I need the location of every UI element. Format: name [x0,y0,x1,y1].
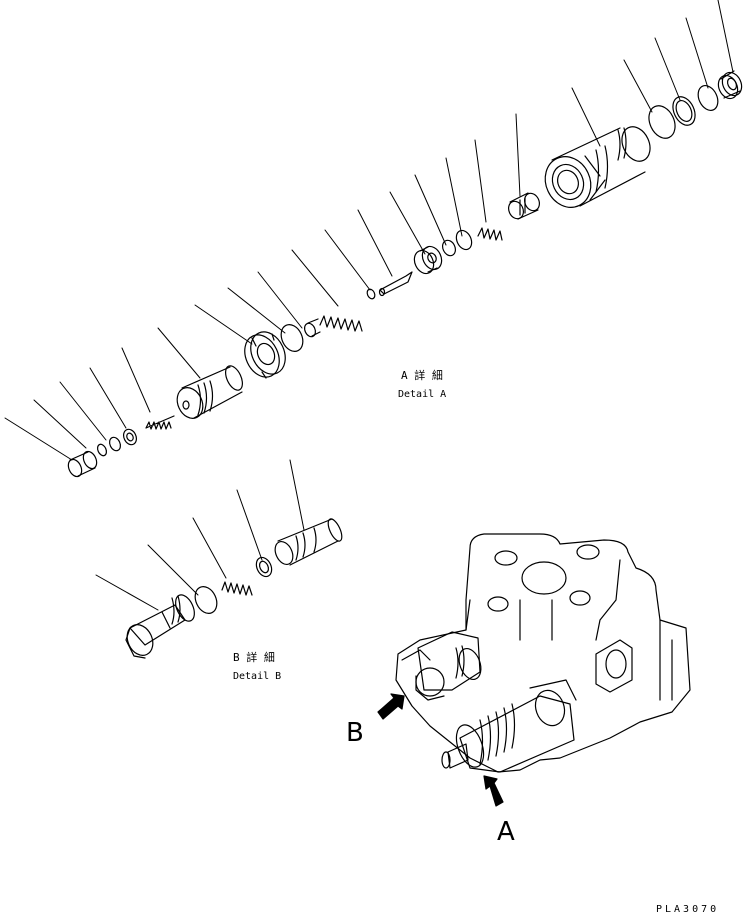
detail-a-title-jp: A 詳 細 [401,368,443,382]
body-rib [659,619,673,701]
o-ring-small-part [455,229,473,251]
valve-body-assembly [395,533,691,773]
arrow-a [483,775,504,807]
valve-sleeve-part [544,126,651,208]
poppet-part [413,245,443,275]
b-spring-part [221,581,253,596]
o-ring-mid-part [280,324,304,352]
detail-b-leader-lines [95,459,305,611]
detail-a-group [4,0,743,478]
pin-part [378,271,413,297]
detail-b-title-en: Detail B [233,671,281,682]
spring-part [319,315,363,332]
top-hole-4 [569,590,591,606]
small-spring-part [477,227,503,241]
b-ring-inner [258,560,270,574]
body-edge-lines [465,559,621,641]
washer-part [441,239,457,257]
side-port-hole [605,649,627,679]
b-ring-part [255,556,273,578]
seat-part [508,192,540,220]
top-hole-2 [576,544,600,560]
detail-b-title-jp: B 詳 細 [233,650,275,664]
backup-ring-inner [675,100,693,122]
plug-part [717,70,743,100]
side-port [595,639,633,693]
nut-part [122,428,138,446]
lock-nut-part [244,331,286,379]
washer-small-part [108,436,122,452]
backup-ring-part [672,96,696,126]
drawing-code: PLA3070 [656,904,719,914]
detail-a-leader-lines [4,0,734,461]
small-ring-part [366,288,376,300]
b-plug-part [125,594,195,659]
screw-part [145,415,175,430]
b-relief-valve [401,631,482,701]
a-relief-valve [441,679,577,773]
spool-part [274,518,343,566]
b-o-ring-part [194,586,218,614]
detail-b-group [95,459,343,659]
cap-part [67,450,98,478]
arrow-a-label: A [497,817,515,847]
spring-seat-part [303,318,321,338]
detail-a-title-en: Detail A [398,389,446,400]
adjuster-body-part [176,365,243,419]
top-port-hole [521,561,567,595]
o-ring-part [697,85,719,111]
valve-body-outline [395,533,691,773]
arrow-b [377,693,405,720]
arrow-b-label: B [346,718,364,748]
o-ring-large-part [648,105,676,139]
top-hole-1 [494,550,518,566]
top-hole-3 [487,596,509,612]
ring-small-part [96,443,108,457]
